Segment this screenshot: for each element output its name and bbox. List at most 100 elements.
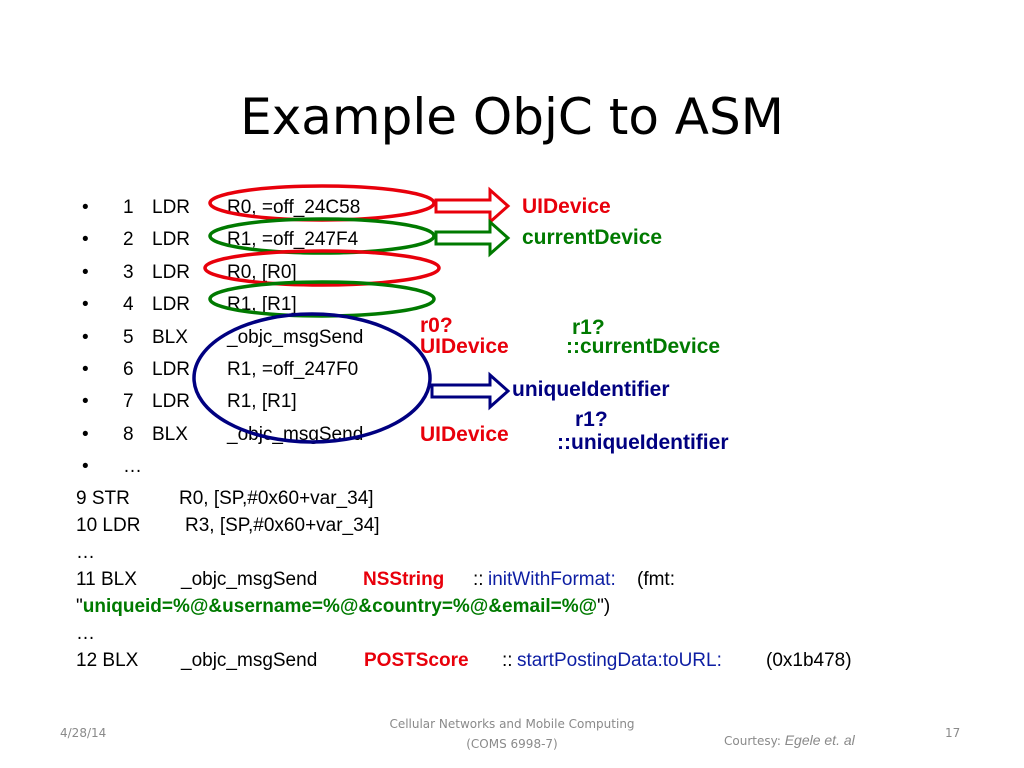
footer-courtesy: Courtesy: Egele et. al bbox=[724, 732, 855, 748]
list-item: • 5 BLX _objc_msgSend bbox=[82, 322, 412, 354]
method-name: startPostingData:toURL: bbox=[517, 650, 722, 671]
r0-question-label: r0? bbox=[420, 314, 453, 337]
list-item: •… bbox=[82, 451, 412, 483]
operand: R1, [R1] bbox=[227, 391, 297, 413]
r1-question-label: r1? bbox=[572, 316, 605, 339]
line-number: 12 BLX bbox=[76, 650, 139, 671]
line-number: 6 bbox=[123, 358, 134, 380]
bullet-marker: • bbox=[82, 358, 89, 380]
opcode: BLX bbox=[152, 423, 188, 445]
list-item: • 3 LDR R0, [R0] bbox=[82, 257, 412, 289]
opcode: LDR bbox=[152, 391, 191, 413]
separator: :: bbox=[473, 569, 484, 590]
operand: _objc_msgSend bbox=[227, 423, 364, 445]
class-name: NSString bbox=[363, 569, 445, 590]
uidevice-label: UIDevice bbox=[420, 335, 509, 358]
line-number: 10 LDR bbox=[76, 515, 141, 536]
current-device-selector-label: ::currentDevice bbox=[566, 335, 721, 358]
list-item: • 8 BLX _objc_msgSend bbox=[82, 419, 412, 451]
call-target: _objc_msgSend bbox=[181, 650, 318, 671]
list-item: • 6 LDR R1, =off_247F0 bbox=[82, 354, 412, 386]
call-target: _objc_msgSend bbox=[181, 569, 318, 590]
list-item: • 1 LDR R0, =off_24C58 bbox=[82, 192, 412, 224]
code-line: … bbox=[76, 620, 610, 647]
bullet-marker: • bbox=[82, 197, 89, 218]
operand: R1, =off_247F0 bbox=[227, 358, 359, 380]
uidevice-label: UIDevice bbox=[420, 423, 509, 446]
line-number: 4 bbox=[123, 294, 134, 316]
separator: :: bbox=[502, 650, 513, 671]
blue-ellipse-selector bbox=[192, 312, 432, 444]
footer-course-title: Cellular Networks and Mobile Computing bbox=[389, 717, 635, 731]
code-line: "uniqueid=%@&username=%@&country=%@&emai… bbox=[76, 593, 610, 620]
ellipsis: … bbox=[76, 623, 95, 644]
unique-identifier-label: uniqueIdentifier bbox=[512, 378, 670, 401]
operand: R0, [SP,#0x60+var_34] bbox=[179, 488, 374, 509]
footer-date: 4/28/14 bbox=[60, 726, 107, 740]
line-number: 11 BLX bbox=[76, 569, 137, 590]
bullet-marker: • bbox=[82, 326, 89, 348]
green-ellipse-r1-load bbox=[208, 217, 436, 255]
asm-code-block: 9 STR R0, [SP,#0x60+var_34] 10 LDR R3, [SP… bbox=[76, 485, 852, 674]
red-ellipse-r0-load bbox=[208, 184, 436, 222]
class-name: POSTScore bbox=[364, 650, 469, 671]
opcode: LDR bbox=[152, 197, 191, 218]
red-ellipse-r0-deref bbox=[203, 249, 441, 287]
operand: R0, =off_24C58 bbox=[227, 197, 361, 218]
arrow-icon bbox=[434, 218, 511, 258]
uidevice-label: UIDevice bbox=[522, 195, 611, 218]
call-args: (fmt: bbox=[637, 569, 675, 590]
r1-question-label: r1? bbox=[575, 408, 608, 431]
opcode: LDR bbox=[152, 261, 191, 283]
bullet-marker: • bbox=[82, 294, 89, 316]
opcode: LDR bbox=[152, 294, 191, 316]
opcode: LDR bbox=[152, 358, 191, 380]
courtesy-name: Egele et. al bbox=[784, 732, 855, 748]
line-number: 7 bbox=[123, 391, 134, 413]
method-name: initWithFormat: bbox=[488, 569, 616, 590]
operand: _objc_msgSend bbox=[227, 326, 364, 348]
quote: " bbox=[76, 596, 83, 617]
code-line: 9 STR R0, [SP,#0x60+var_34] bbox=[76, 485, 610, 512]
line-number: 9 STR bbox=[76, 488, 130, 509]
line-number: 3 bbox=[123, 261, 134, 283]
code-line: 12 BLX _objc_msgSend POSTScore::startPosti… bbox=[76, 647, 852, 674]
code-line: 10 LDR R3, [SP,#0x60+var_34] bbox=[76, 512, 610, 539]
arrow-icon bbox=[430, 371, 511, 411]
bullet-marker: • bbox=[82, 456, 89, 478]
ellipsis: … bbox=[76, 542, 95, 563]
line-number: 8 bbox=[123, 423, 134, 445]
courtesy-label: Courtesy: bbox=[724, 734, 781, 748]
opcode: LDR bbox=[152, 229, 191, 251]
format-string: uniqueid=%@&username=%@&country=%@&email… bbox=[82, 596, 598, 617]
ellipsis: … bbox=[123, 456, 142, 478]
line-number: 5 bbox=[123, 326, 134, 348]
code-line: 11 BLX _objc_msgSend NSString::initWithFor… bbox=[76, 566, 675, 593]
line-number: 1 bbox=[123, 197, 134, 218]
bullet-marker: • bbox=[82, 261, 89, 283]
quote: ") bbox=[597, 596, 611, 617]
line-number: 2 bbox=[123, 229, 134, 251]
bullet-marker: • bbox=[82, 391, 89, 413]
operand: R3, [SP,#0x60+var_34] bbox=[185, 515, 380, 536]
operand: R0, [R0] bbox=[227, 261, 297, 283]
operand: R1, =off_247F4 bbox=[227, 229, 359, 251]
footer-course-number: (COMS 6998-7) bbox=[466, 737, 558, 751]
current-device-label: currentDevice bbox=[522, 226, 663, 249]
arrow-icon bbox=[434, 186, 511, 226]
list-item: • 7 LDR R1, [R1] bbox=[82, 386, 412, 418]
slide-title: Example ObjC to ASM bbox=[240, 88, 784, 146]
bullet-marker: • bbox=[82, 229, 89, 251]
bullet-marker: • bbox=[82, 423, 89, 445]
list-item: • 2 LDR R1, =off_247F4 bbox=[82, 224, 412, 256]
opcode: BLX bbox=[152, 326, 188, 348]
footer-course: Cellular Networks and Mobile Computing (… bbox=[312, 714, 712, 754]
green-ellipse-r1-deref bbox=[208, 280, 436, 318]
code-line: … bbox=[76, 539, 610, 566]
call-args: (0x1b478) bbox=[766, 650, 852, 671]
page-number: 17 bbox=[945, 726, 961, 740]
unique-identifier-selector-label: ::uniqueIdentifier bbox=[557, 431, 729, 454]
